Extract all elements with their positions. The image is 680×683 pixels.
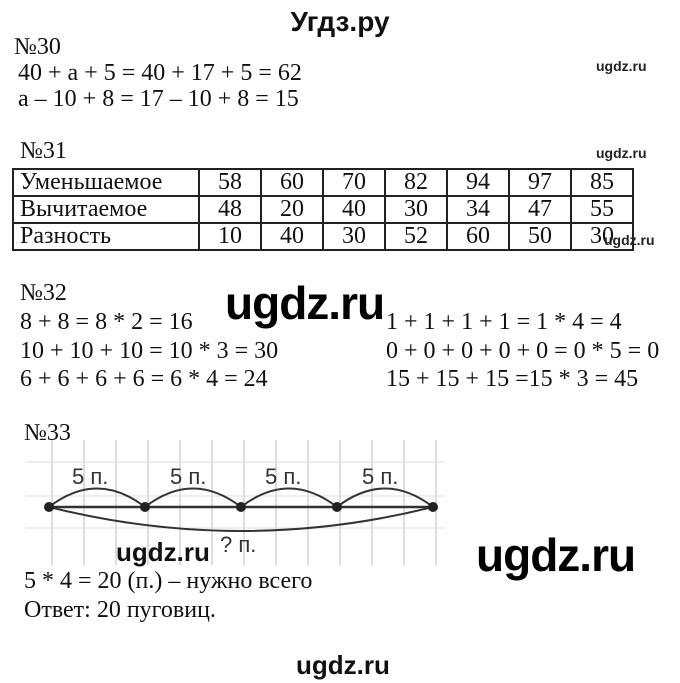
watermark-small: ugdz.ru	[604, 232, 655, 248]
watermark-small: ugdz.ru	[596, 58, 647, 74]
task-31-number: №31	[20, 138, 67, 164]
task-32-left-3: 6 + 6 + 6 + 6 = 6 * 4 = 24	[20, 366, 268, 392]
task-30-line-2-text: a – 10 + 8 = 17 – 10 + 8 = 15	[18, 86, 299, 112]
task-30-line-1-text: 40 + a + 5 = 40 + 17 + 5 = 62	[18, 60, 302, 86]
task-30-line-2: a – 10 + 8 = 17 – 10 + 8 = 15	[18, 86, 299, 113]
cell: 30	[322, 222, 386, 251]
cell: 70	[322, 168, 386, 197]
grid-lines	[25, 440, 445, 565]
segment-label: 5 п.	[170, 464, 206, 489]
task-33-number: №33	[24, 420, 71, 446]
segment-label: 5 п.	[72, 464, 108, 489]
task-30-number: №30	[14, 34, 61, 60]
row-label: Разность	[12, 222, 200, 251]
task-32-right-2: 0 + 0 + 0 + 0 + 0 = 0 * 5 = 0	[386, 338, 660, 364]
cell: 40	[260, 222, 324, 251]
segment-diagram: 5 п. 5 п. 5 п. 5 п. ? п.	[25, 440, 445, 565]
cell: 30	[570, 222, 634, 251]
cell: 10	[198, 222, 262, 251]
cell: 40	[322, 195, 386, 224]
cell: 60	[446, 222, 510, 251]
watermark-big: ugdz.ru	[476, 529, 636, 581]
segment-label: 5 п.	[362, 464, 398, 489]
cell: 60	[260, 168, 324, 197]
cell: 55	[570, 195, 634, 224]
cell: 30	[384, 195, 448, 224]
watermark-small: ugdz.ru	[596, 145, 647, 161]
task-32-number: №32	[20, 280, 67, 306]
task-32-right-3: 15 + 15 + 15 =15 * 3 = 45	[386, 366, 639, 392]
segment-label: 5 п.	[265, 464, 301, 489]
cell: 47	[508, 195, 572, 224]
task-32-right-1: 1 + 1 + 1 + 1 = 1 * 4 = 4	[386, 309, 622, 335]
cell: 52	[384, 222, 448, 251]
row-label: Уменьшаемое	[12, 168, 200, 197]
task-33-solution: 5 * 4 = 20 (п.) – нужно всего	[24, 568, 313, 594]
cell: 58	[198, 168, 262, 197]
watermark-mid: ugdz.ru	[116, 537, 210, 567]
segment-arcs	[48, 487, 434, 532]
table-row: Уменьшаемое 58 60 70 82 94 97 85	[12, 168, 634, 197]
row-label: Вычитаемое	[12, 195, 200, 224]
cell: 85	[570, 168, 634, 197]
cell: 50	[508, 222, 572, 251]
segment-points	[44, 502, 438, 512]
cell: 97	[508, 168, 572, 197]
table-row: Разность 10 40 30 52 60 50 30	[12, 222, 634, 251]
task-32-left-1: 8 + 8 = 8 * 2 = 16	[20, 309, 193, 335]
cell: 34	[446, 195, 510, 224]
watermark-big: ugdz.ru	[225, 277, 385, 329]
cell: 94	[446, 168, 510, 197]
watermark-bottom: ugdz.ru	[296, 650, 390, 680]
table-row: Вычитаемое 48 20 40 30 34 47 55	[12, 195, 634, 224]
cell: 20	[260, 195, 324, 224]
total-label: ? п.	[220, 532, 256, 557]
task-30-line-1: 40 + a + 5 = 40 + 17 + 5 = 62	[18, 60, 302, 87]
task-33-answer: Ответ: 20 пуговиц.	[24, 597, 216, 623]
site-title: Угдз.ру	[290, 6, 390, 37]
cell: 48	[198, 195, 262, 224]
task-31-table: Уменьшаемое 58 60 70 82 94 97 85 Вычитае…	[12, 168, 634, 251]
cell: 82	[384, 168, 448, 197]
task-32-left-2: 10 + 10 + 10 = 10 * 3 = 30	[20, 338, 279, 364]
